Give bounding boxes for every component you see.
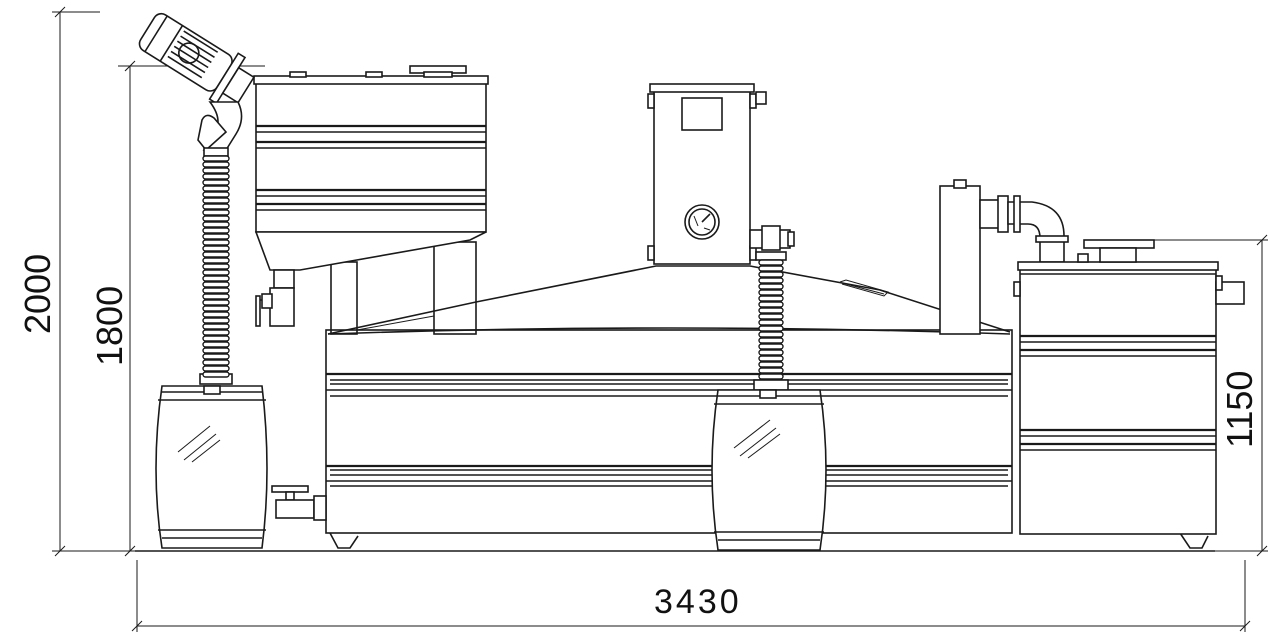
hose-ring <box>758 259 784 266</box>
hose-ring <box>202 281 230 288</box>
hose-ring <box>202 365 230 372</box>
dim-label-2000: 2000 <box>17 254 58 334</box>
hose-ring <box>202 311 230 318</box>
hose-ring <box>758 325 784 332</box>
hose-ring <box>758 367 784 374</box>
hose-ring <box>202 173 230 180</box>
hose-ring <box>202 251 230 258</box>
hose-ring <box>758 349 784 356</box>
hose-ring <box>758 373 784 380</box>
dim-label-1800: 1800 <box>89 286 130 366</box>
hose-ring <box>758 277 784 284</box>
hose-ring <box>202 347 230 354</box>
hose-ring <box>202 197 230 204</box>
hose-ring <box>202 221 230 228</box>
hose-ring <box>758 355 784 362</box>
hose-ring <box>202 317 230 324</box>
hose-ring <box>758 343 784 350</box>
dim-label-1150: 1150 <box>1219 371 1260 448</box>
hose-ring <box>758 337 784 344</box>
hose-ring <box>202 233 230 240</box>
hose-ring <box>202 179 230 186</box>
hose-ring <box>202 287 230 294</box>
motor <box>138 12 256 105</box>
hose-ring <box>202 161 230 168</box>
hose-ring <box>202 185 230 192</box>
hose-ring <box>202 371 230 378</box>
hose-ring <box>758 265 784 272</box>
hose-ring <box>202 359 230 366</box>
hose-ring <box>202 305 230 312</box>
hose-ring <box>202 323 230 330</box>
main-tank <box>325 265 1209 549</box>
hose-ring <box>202 215 230 222</box>
pressure-gauge-icon <box>684 204 720 240</box>
drain-valve <box>271 485 327 521</box>
hose-ring <box>202 167 230 174</box>
hose-ring <box>202 341 230 348</box>
hose-ring <box>202 269 230 276</box>
hose-ring <box>202 263 230 270</box>
left-barrel <box>155 385 268 549</box>
hose-ring <box>202 329 230 336</box>
right-tank <box>1013 239 1245 535</box>
left-flex-hose <box>197 101 243 385</box>
hose-ring <box>758 283 784 290</box>
right-pipe-column <box>939 179 1069 335</box>
hose-ring <box>758 289 784 296</box>
left-hopper-unit <box>253 65 489 335</box>
dim-label-3430: 3430 <box>654 583 742 621</box>
hose-ring <box>202 245 230 252</box>
hose-ring <box>202 209 230 216</box>
hose-ring <box>202 239 230 246</box>
dimension-lines <box>52 6 1268 632</box>
hose-ring <box>758 295 784 302</box>
hose-ring <box>758 313 784 320</box>
hose-ring <box>202 191 230 198</box>
hose-ring <box>202 293 230 300</box>
hose-ring <box>758 361 784 368</box>
centre-barrel <box>711 389 827 551</box>
hose-ring <box>758 331 784 338</box>
hose-ring <box>202 275 230 282</box>
hose-ring <box>758 301 784 308</box>
hose-ring <box>202 203 230 210</box>
hose-ring <box>202 353 230 360</box>
hose-ring <box>202 335 230 342</box>
hose-ring <box>758 271 784 278</box>
hose-ring <box>202 155 230 162</box>
hose-ring <box>202 257 230 264</box>
hose-ring <box>758 307 784 314</box>
hose-ring <box>202 227 230 234</box>
centre-flex-hose <box>749 225 795 391</box>
hose-ring <box>758 319 784 326</box>
hose-ring <box>202 299 230 306</box>
centre-hose-corrugation <box>758 259 784 380</box>
left-hose-corrugation <box>202 155 230 378</box>
